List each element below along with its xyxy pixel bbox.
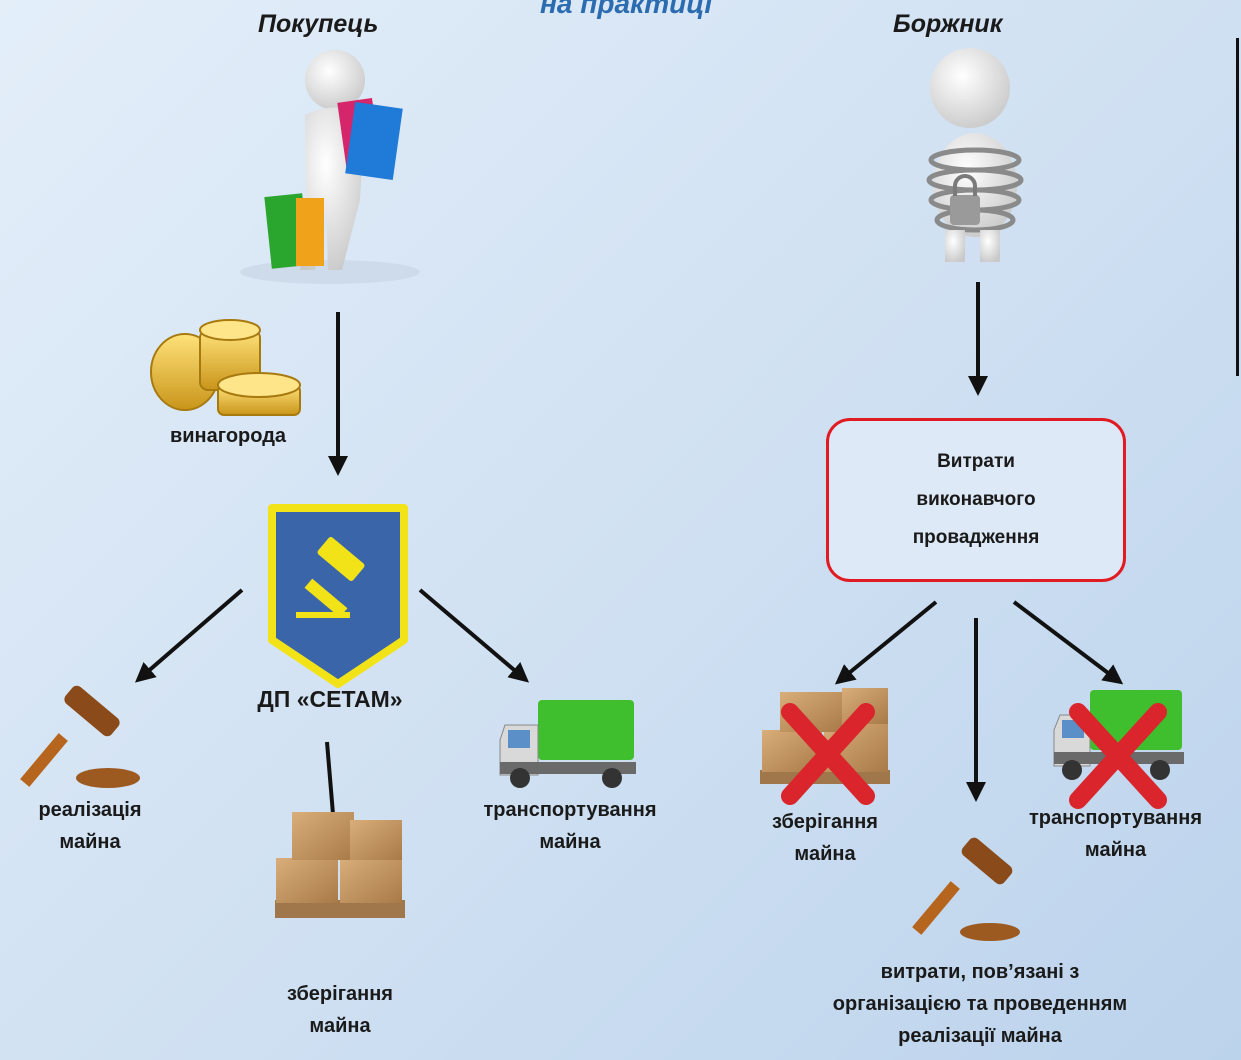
truck-icon: [499, 700, 636, 788]
transport-label: транспортування майна: [1029, 807, 1202, 861]
storage-label: зберігання майна: [772, 811, 878, 865]
sale-costs-label: витрати, пов’язані з організацією та про…: [832, 961, 1128, 1047]
debtor-figure-icon: [926, 48, 1024, 262]
buyer-figure-icon: [240, 50, 420, 284]
setam-label: ДП «СЕТАМ»: [257, 686, 403, 712]
sale-label: реалізація майна: [38, 799, 142, 853]
gavel-icon: [20, 685, 140, 788]
buyer-heading: Покупець: [258, 10, 379, 38]
storage-label: зберігання майна: [287, 983, 393, 1037]
coins-icon: [150, 319, 301, 416]
debtor-heading: Боржник: [893, 10, 1003, 38]
costs-to-storage-arrow: [834, 600, 938, 685]
setam-to-sale-arrow: [134, 588, 244, 683]
setam-shield-icon: [268, 504, 408, 688]
transport-label: транспортування майна: [483, 799, 657, 853]
cross-icon: [781, 703, 875, 805]
setam-to-transport-arrow: [418, 588, 530, 683]
enforcement-costs-box: Витрати виконавчого провадження: [826, 418, 1126, 582]
costs-to-transport-arrow: [1012, 600, 1124, 685]
divider-line: [1236, 38, 1239, 376]
cross-icon: [1069, 703, 1167, 809]
gavel-icon: [912, 837, 1020, 941]
page-title: на практиці: [540, 0, 713, 19]
reward-label: винагорода: [169, 425, 287, 447]
storage-boxes-icon: [275, 812, 405, 918]
